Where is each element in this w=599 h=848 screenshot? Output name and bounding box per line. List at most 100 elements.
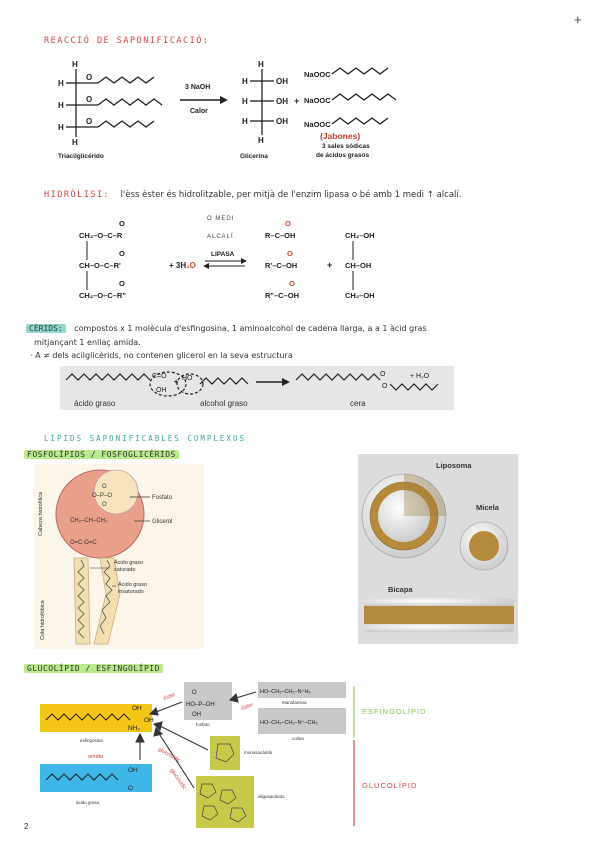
svg-text:O: O: [289, 279, 295, 288]
liposoma-label: Liposoma: [436, 461, 472, 470]
soap-sub2: de ácidos grasos: [316, 152, 369, 159]
complex-heading: LÍPIDS SAPONIFICABLES COMPLEXOS: [44, 434, 246, 443]
fosfato-label-2: fosfato: [196, 722, 210, 727]
hydrolysis-text: l'èss èster és hidrolitzable, per mitjà …: [120, 190, 462, 200]
page-number: 2: [24, 822, 29, 831]
hydrolysis-diagram: CH₂–O–C–R CH–O–C–R' CH₂–O–C–R" O O O + 3H₂…: [79, 216, 375, 300]
label-acid: ácido graso: [74, 399, 116, 408]
svg-text:O: O: [119, 249, 125, 258]
membrane-structures-figure: Liposoma Micela Bicapa: [358, 454, 518, 644]
svg-text:OH: OH: [276, 77, 288, 86]
plus-sign: +: [327, 260, 332, 270]
esfingosina-label: esfingosina: [80, 738, 103, 743]
esfingolipid-label: ESFINGOLÍPID: [362, 707, 427, 716]
phosphate-formula: HO–P–OH: [186, 702, 215, 708]
colina-formula: HO–CH₂–CH₂–N⁺–CH₃: [260, 719, 318, 726]
tail-axis-label: Cola hidrofóbica: [40, 599, 46, 640]
soap-sub1: 3 sales sódicas: [322, 143, 370, 150]
svg-text:H: H: [258, 60, 264, 69]
svg-text:OH: OH: [192, 712, 201, 718]
hydrolysis-line: HIDRÒLISI: l'èss èster és hidrolitzable,…: [44, 184, 461, 202]
svg-text:O: O: [119, 279, 125, 288]
svg-text:OH: OH: [276, 117, 288, 126]
soap-group-1: NaOOC: [304, 70, 331, 79]
etanolamina-formula: HO–CH₂–CH₂–N⁺H₃: [260, 688, 311, 695]
svg-text:O: O: [86, 117, 92, 126]
colina-label: colina: [292, 736, 304, 741]
glycerol-row-1: CH₂–OH: [345, 231, 375, 240]
saponification-heading: REACCIÓ DE SAPONIFICACIÓ:: [44, 36, 210, 46]
svg-text:HO: HO: [182, 375, 193, 382]
svg-text:+: +: [174, 379, 178, 386]
hydrolysis-heading: HIDRÒLISI:: [44, 190, 111, 200]
acid-row-1: R–C–OH: [265, 231, 295, 240]
label-wax: cera: [350, 399, 366, 408]
svg-text:O: O: [287, 249, 293, 258]
acid-row-2: R'–C–OH: [265, 261, 297, 270]
label-triglyceride: Triacilglicérido: [58, 153, 104, 160]
svg-text:H: H: [258, 136, 264, 145]
fatty-acid-o: O: [128, 785, 133, 792]
enzyme-label: LIPASA: [211, 251, 235, 258]
sphingosine-oh-2: OH: [144, 717, 154, 724]
soap-group-3: NaOOC: [304, 120, 331, 129]
ester-link-label-1: éster: [163, 692, 177, 702]
unsaturated-label-2: insaturado: [118, 589, 144, 595]
cerids-bullet: · A ≠ dels acilglicèrids, no contenen gl…: [30, 351, 293, 360]
svg-text:OH: OH: [276, 97, 288, 106]
ester-row-3: CH₂–O–C–R": [79, 291, 126, 300]
svg-text:O: O: [285, 219, 291, 228]
label-glycerol: Glicerina: [240, 153, 268, 160]
wax-water: + H₂O: [410, 373, 430, 380]
svg-text:H: H: [242, 97, 248, 106]
svg-text:O: O: [86, 95, 92, 104]
svg-text:O–P–O: O–P–O: [92, 493, 112, 499]
sphingolipid-diagram: OH OH NH₂ esfingosina OH O ácido graso O…: [40, 682, 427, 828]
reverse-arrow-icon: [203, 263, 209, 269]
head-axis-label: Cabeza hidrofílica: [38, 491, 44, 536]
svg-text:H: H: [242, 117, 248, 126]
medium-label-2: ALCALÍ: [207, 233, 234, 240]
forward-arrow-icon: [241, 258, 247, 264]
micela-label: Micela: [476, 503, 500, 512]
svg-text:OH: OH: [156, 387, 167, 394]
svg-text:O=C O=C: O=C O=C: [70, 540, 97, 546]
cerids-text-1: compostos x 1 molècula d'esfingosina, 1 …: [74, 324, 427, 333]
saturated-label-1: Ácido graso: [114, 559, 143, 566]
svg-text:H: H: [72, 138, 78, 147]
glycerol-row-3: CH₂–OH: [345, 291, 375, 300]
unsaturated-label-1: Ácido graso: [118, 581, 147, 588]
svg-text:O: O: [102, 502, 107, 508]
svg-text:O: O: [192, 690, 197, 696]
phospholipid-diagram: OO–P–OO CH₂–CH–CH₂ O=C O=C Fosfato Glice…: [34, 464, 204, 649]
svg-text:O: O: [86, 73, 92, 82]
amida-link-label: amida: [88, 754, 104, 760]
saturated-label-2: saturado: [114, 567, 135, 573]
svg-text:O: O: [380, 371, 386, 378]
wax-arrow-icon: [282, 378, 290, 386]
condition-label: Calor: [190, 108, 208, 115]
cerids-block: CÈRIDS: compostos x 1 molècula d'esfingo…: [26, 318, 576, 360]
soap-title: (Jabones): [320, 131, 360, 141]
svg-text:H: H: [58, 79, 64, 88]
glucolipid-label-right: GLUCOLÍPID: [362, 781, 417, 790]
glicerol-label: Glicerol: [152, 519, 172, 525]
svg-text:+: +: [294, 96, 299, 106]
glycerol-row-2: CH–OH: [345, 261, 371, 270]
label-alcohol: alcohol graso: [200, 399, 248, 408]
svg-text:O: O: [382, 383, 388, 390]
medium-label-1: O MEDI: [207, 216, 234, 222]
acid-row-3: R"–C–OH: [265, 291, 299, 300]
ester-row-2: CH–O–C–R': [79, 261, 121, 270]
svg-text:H: H: [58, 123, 64, 132]
ester-row-1: CH₂–O–C–R: [79, 231, 123, 240]
plus-icon[interactable]: +: [574, 12, 582, 27]
svg-text:H: H: [58, 101, 64, 110]
cerids-text-2: mitjançant 1 enllaç amida.: [34, 338, 141, 347]
svg-text:O: O: [102, 484, 107, 490]
sphingosine-nh2: NH₂: [128, 725, 140, 732]
svg-text:H: H: [72, 60, 78, 69]
svg-text:O: O: [119, 219, 125, 228]
svg-text:+ 3H₂O: + 3H₂O: [169, 261, 196, 270]
